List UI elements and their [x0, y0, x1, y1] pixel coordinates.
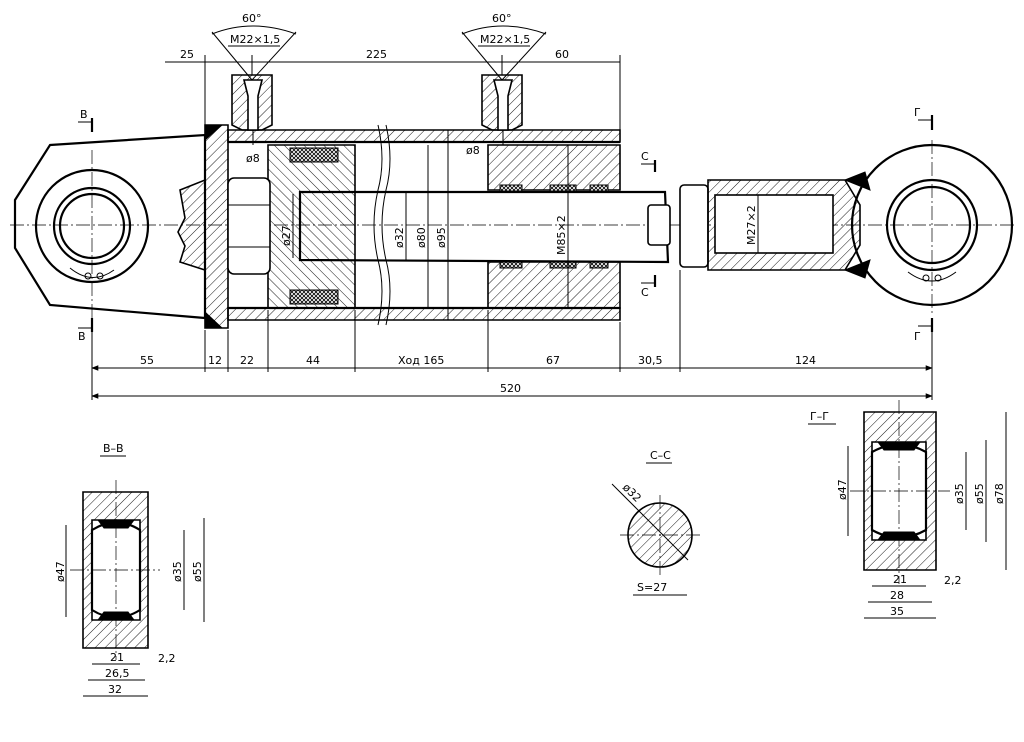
mark-b-bot: В: [78, 330, 86, 343]
mark-c-bot: С: [641, 286, 649, 299]
diameter-labels: ø27 ø32 ø80 ø95 M85×2 M27×2: [280, 130, 759, 320]
main-view: В В С С Г Г 60° M22×1,5: [10, 12, 1015, 400]
bb-d55: ø55: [191, 561, 204, 582]
gg-w35: 35: [890, 605, 904, 618]
left-eye: [13, 133, 207, 320]
section-gg-title: Г–Г: [810, 410, 829, 423]
port-left: [231, 74, 273, 145]
mark-b-top: В: [80, 108, 88, 121]
cc-s27: S=27: [637, 581, 667, 594]
bb-d47: ø47: [54, 561, 67, 582]
bb-w26-5: 26,5: [105, 667, 130, 680]
bb-d35: ø35: [171, 561, 184, 582]
dim-angle-right: 60°: [492, 12, 512, 25]
dim-520: 520: [500, 382, 521, 395]
dim-25: 25: [180, 48, 194, 61]
gg-w21: 21: [893, 573, 907, 586]
dim-d32: ø32: [393, 227, 406, 248]
section-gg: Г–Г ø47 ø35 ø55 ø78 21 2,2 28 35: [808, 400, 1007, 619]
mark-g-top: Г: [914, 106, 921, 119]
rod: [298, 190, 671, 264]
gg-d35: ø35: [953, 483, 966, 504]
section-markers: В В С С Г Г: [78, 106, 934, 343]
port-right: [481, 74, 523, 145]
bb-w32: 32: [108, 683, 122, 696]
dim-d27: ø27: [280, 225, 293, 246]
gg-w28: 28: [890, 589, 904, 602]
dim-44: 44: [306, 354, 320, 367]
dim-22: 22: [240, 354, 254, 367]
mark-c-top: С: [641, 150, 649, 163]
dim-124: 124: [795, 354, 816, 367]
dim-thread-left: M22×1,5: [230, 33, 280, 46]
bottom-dimensions: 55 12 22 44 Ход 165 67 30,5 124 520: [91, 270, 933, 400]
section-cc-title: С–С: [650, 449, 671, 462]
dim-d8-left: ø8: [246, 152, 260, 165]
dim-m27: M27×2: [745, 205, 758, 245]
dim-30-5: 30,5: [638, 354, 663, 367]
dim-angle-left: 60°: [242, 12, 262, 25]
dim-stroke: Ход 165: [398, 354, 444, 367]
front-gland: [487, 144, 621, 309]
cc-d32: ø32: [620, 481, 644, 505]
gg-d55: ø55: [973, 483, 986, 504]
dim-d95: ø95: [435, 227, 448, 248]
dim-m85: M85×2: [555, 215, 568, 255]
dim-60: 60: [555, 48, 569, 61]
dim-12: 12: [208, 354, 222, 367]
section-cc: С–С ø32 S=27: [611, 449, 700, 596]
rod-end: [679, 171, 871, 279]
dim-d8-right: ø8: [466, 144, 480, 157]
gg-d47: ø47: [836, 479, 849, 500]
gg-d78: ø78: [993, 483, 1006, 504]
piston: [227, 144, 356, 309]
dim-55: 55: [140, 354, 154, 367]
gg-w2-2: 2,2: [944, 574, 962, 587]
bb-w21: 21: [110, 651, 124, 664]
break-line: [373, 124, 383, 326]
section-bb: В–В ø47 ø35 ø55 21 2,2 26,5 32: [54, 442, 205, 697]
top-dimensions: 60° M22×1,5 60° M22×1,5 25 225 60 ø8 ø8: [165, 12, 621, 165]
dim-thread-right: M22×1,5: [480, 33, 530, 46]
section-bb-title: В–В: [103, 442, 124, 455]
rear-cap: [204, 124, 229, 329]
dim-67: 67: [546, 354, 560, 367]
bb-w2-2: 2,2: [158, 652, 176, 665]
dim-d80: ø80: [415, 227, 428, 248]
dim-225: 225: [366, 48, 387, 61]
right-eye: [850, 140, 1014, 315]
mark-g-bot: Г: [914, 330, 921, 343]
